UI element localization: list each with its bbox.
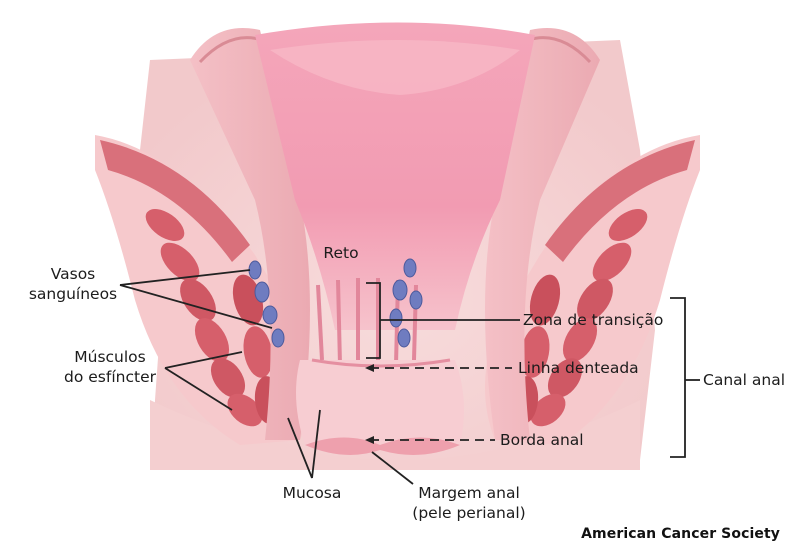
label-mucosa: Mucosa	[272, 484, 352, 503]
label-sphincter-muscles-line2: do esfíncter	[45, 368, 175, 387]
label-rectum: Reto	[316, 244, 366, 263]
label-dentate-line: Linha denteada	[518, 359, 639, 378]
label-blood-vessels-line1: Vasos	[18, 265, 128, 284]
label-sphincter-muscles-line1: Músculos	[45, 348, 175, 367]
label-anal-verge: Borda anal	[500, 431, 584, 450]
credit-text: American Cancer Society	[581, 526, 780, 542]
label-anal-margin-line1: Margem anal	[394, 484, 544, 503]
label-transition-zone: Zona de transição	[523, 311, 663, 330]
label-anal-canal: Canal anal	[703, 371, 785, 390]
label-anal-margin-line2: (pele perianal)	[394, 504, 544, 523]
label-blood-vessels-line2: sanguíneos	[18, 285, 128, 304]
